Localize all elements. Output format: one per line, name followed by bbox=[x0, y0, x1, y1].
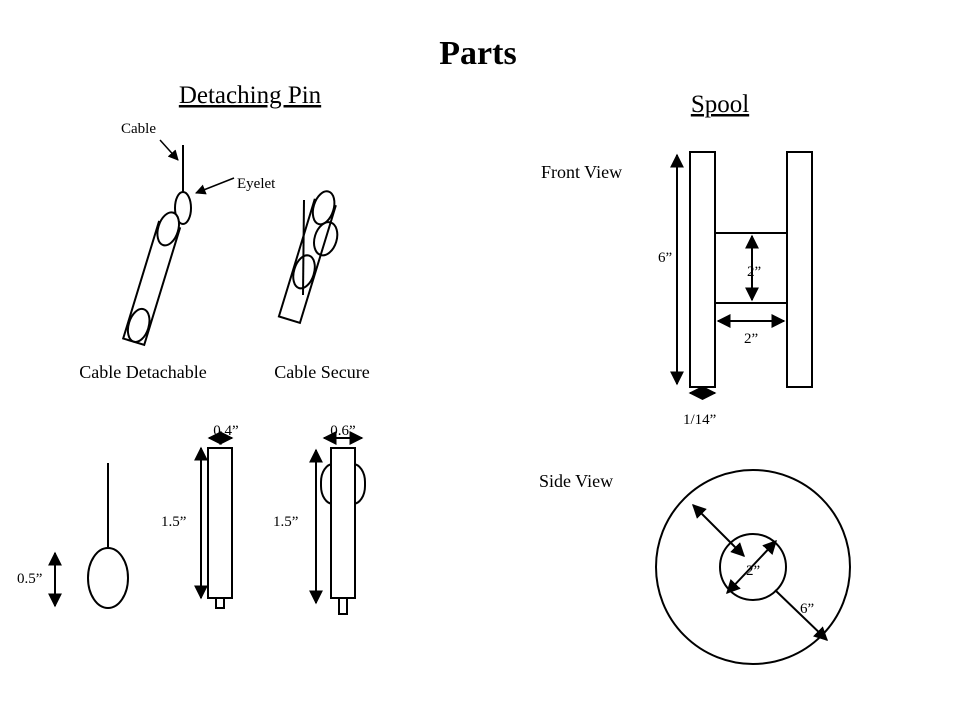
hub-width-dimension: 2” bbox=[744, 331, 758, 347]
detaching-pin-heading: Detaching Pin bbox=[179, 82, 322, 109]
pin-body bbox=[121, 211, 182, 347]
eyelet-dimension-drawing bbox=[48, 463, 129, 609]
flange-thickness-dimension: 1/14” bbox=[683, 412, 716, 428]
side-view-label: Side View bbox=[539, 471, 613, 491]
outer-diameter-dimension: 6” bbox=[800, 601, 814, 617]
pin-a-drawing bbox=[194, 431, 234, 609]
eyelet-callout-label: Eyelet bbox=[237, 176, 276, 192]
front-view-label: Front View bbox=[541, 162, 622, 182]
secure-cable-line bbox=[302, 199, 305, 296]
spool-height-dimension: 6” bbox=[658, 250, 672, 266]
cable-detachable-label: Cable Detachable bbox=[79, 362, 206, 382]
spool-front-view bbox=[670, 151, 813, 400]
page-title: Parts bbox=[439, 35, 516, 72]
pin-b-width-dimension: 0.6” bbox=[330, 423, 355, 439]
pin-a-length-dimension: 1.5” bbox=[161, 514, 186, 530]
spool-side-view bbox=[655, 469, 851, 665]
eyelet-shape bbox=[174, 191, 192, 225]
cable-secure-drawing bbox=[277, 190, 339, 325]
cable-detachable-drawing bbox=[121, 145, 192, 347]
eyelet-callout-arrow bbox=[195, 177, 235, 195]
spool-heading: Spool bbox=[691, 91, 749, 118]
cable-secure-label: Cable Secure bbox=[274, 362, 369, 382]
cable-callout-arrow bbox=[159, 139, 179, 161]
hub-height-dimension: 2” bbox=[747, 264, 761, 280]
pin-b-length-dimension: 1.5” bbox=[273, 514, 298, 530]
eyelet-height-dimension: 0.5” bbox=[17, 571, 42, 587]
cable-callout-label: Cable bbox=[121, 121, 156, 137]
pin-a-width-dimension: 0.4” bbox=[213, 423, 238, 439]
inner-diameter-dimension: 2” bbox=[746, 563, 760, 579]
pin-b-drawing bbox=[309, 431, 366, 615]
